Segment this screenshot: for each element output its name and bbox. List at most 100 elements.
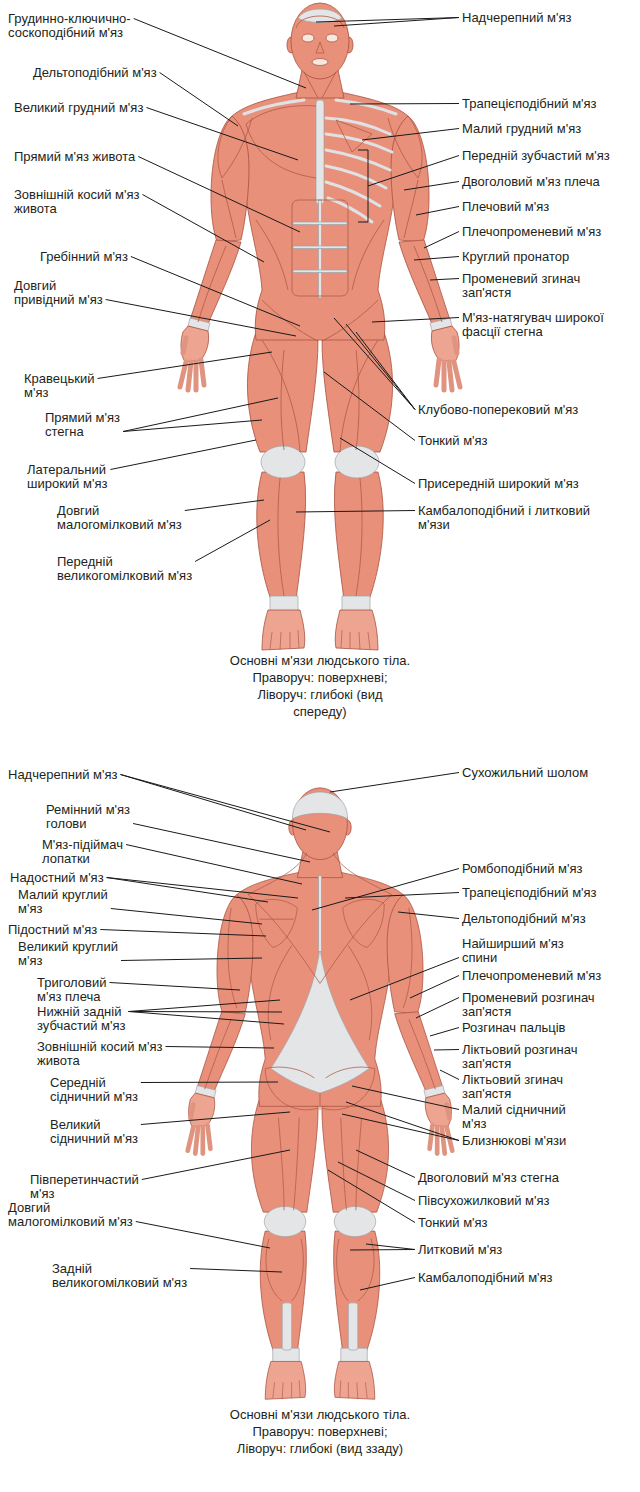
leader-line	[430, 1028, 459, 1037]
rib-bones	[326, 134, 392, 152]
muscle-contour	[414, 246, 442, 322]
muscle-contour	[358, 1239, 374, 1301]
leader-line	[129, 1011, 283, 1013]
leader-line	[430, 279, 459, 281]
muscle-label: Зовнішній косий м'яз живота	[14, 188, 164, 216]
leader-line	[190, 1269, 282, 1273]
muscle-contour	[343, 899, 385, 947]
muscle-contour	[246, 106, 316, 178]
leader-line	[330, 773, 459, 793]
leader-line	[324, 372, 415, 441]
leader-line	[121, 775, 331, 833]
leader-line	[342, 1114, 459, 1141]
muscle-contour	[292, 200, 348, 296]
muscle-label: Надчерепний м'яз	[8, 768, 117, 782]
muscle-label: Клубово-поперековий м'яз	[418, 403, 578, 417]
leader-line	[296, 511, 415, 513]
muscle-label: Двоголовий м'яз плеча	[462, 175, 600, 189]
muscle-contour	[278, 478, 284, 596]
front-figure	[180, 3, 460, 650]
rib-bones	[336, 100, 396, 114]
muscle-label: Великий круглий м'яз	[18, 940, 122, 968]
tendon-shape	[348, 1303, 357, 1350]
leader-line	[362, 129, 459, 141]
leader-line	[142, 1150, 290, 1180]
back-figure	[188, 788, 453, 1399]
tendon-shape	[271, 792, 369, 1350]
muscle-contour	[256, 899, 298, 947]
muscle-contour	[294, 1118, 300, 1211]
leader-line	[133, 824, 310, 863]
tendon-shape	[293, 222, 347, 225]
muscle-label: Латеральний широкий м'яз	[27, 463, 119, 491]
leader-line	[345, 893, 459, 899]
figure-caption: Основні м'язи людського тіла. Праворуч: …	[229, 1406, 411, 1457]
leader-line	[107, 878, 268, 903]
muscle-contour	[388, 116, 422, 178]
muscle-label: Надчерепний м'яз	[462, 11, 571, 25]
muscle-contour	[302, 34, 314, 42]
leader-line	[111, 909, 262, 925]
rib-bones	[244, 100, 304, 114]
leader-line	[334, 318, 415, 410]
leader-line	[352, 1086, 459, 1110]
leader-line	[366, 1244, 415, 1250]
muscle-label: Прямий м'яз стегна	[45, 411, 121, 439]
leader-line	[414, 257, 459, 261]
muscle-label: Малий грудний м'яз	[462, 122, 581, 136]
muscle-label: Розгинач пальців	[462, 1021, 566, 1035]
muscle-contour	[228, 908, 237, 1008]
leader-line	[160, 73, 238, 127]
muscle-label: Грудинно-ключично-соскоподібний м'яз	[8, 12, 143, 40]
muscle-label: Тонкий м'яз	[418, 1216, 488, 1230]
leader-line	[98, 18, 460, 1291]
muscle-contour	[292, 1239, 304, 1301]
muscle-label: Ліктьовий згинач зап'ястя	[462, 1073, 587, 1101]
leader-line	[138, 157, 300, 233]
muscle-contour	[256, 220, 288, 290]
leader-line	[350, 1249, 415, 1251]
rib-bones	[326, 182, 380, 206]
muscle-label: Найширший м'яз спини	[462, 937, 572, 965]
leader-line	[126, 845, 302, 885]
muscle-contour	[205, 1019, 231, 1089]
muscle-contour	[222, 180, 236, 238]
muscle-contour	[322, 72, 336, 98]
leader-line	[166, 1047, 275, 1049]
muscle-label: Зовнішній косий м'яз живота	[37, 1040, 187, 1068]
muscle-label: Дельтоподібний м'яз	[462, 912, 586, 926]
muscle-contour	[403, 908, 412, 1008]
leader-line	[121, 775, 307, 831]
muscle-label: Передній зубчастий м'яз	[462, 149, 610, 163]
leader-line	[346, 1102, 459, 1141]
muscle-label: Присередній широкий м'яз	[418, 477, 579, 491]
leader-line	[106, 300, 296, 337]
leader-line	[372, 318, 459, 323]
muscle-label: Малий круглий м'яз	[18, 888, 113, 916]
muscle-label: Півперетинчастий м'яз	[30, 1173, 150, 1201]
leader-line	[129, 1000, 281, 1012]
leader-line	[316, 18, 459, 23]
muscle-contour	[336, 120, 372, 152]
muscle-label: Камбалоподібний і литковий м'язи	[418, 504, 598, 532]
muscle-contour	[281, 350, 284, 450]
muscle-contour	[324, 300, 378, 340]
muscle-label: Двоголовий м'яз стегна	[418, 1171, 559, 1185]
tendon-shape	[293, 246, 347, 249]
leader-line	[424, 232, 459, 249]
muscle-label: Сухожильний шолом	[462, 766, 588, 780]
rib-bones	[326, 118, 390, 134]
muscle-label: М'яз-натягувач широкої фасції стегна	[462, 311, 612, 339]
muscle-label: Малий сідничний м'яз	[462, 1103, 572, 1131]
leader-line	[195, 520, 270, 562]
muscle-contour	[278, 1118, 284, 1211]
leader-line	[434, 1049, 459, 1051]
muscle-label: Ромбоподібний м'яз	[462, 862, 582, 876]
muscle-contour	[260, 919, 294, 920]
leader-line	[141, 1082, 278, 1084]
leader-line	[146, 108, 298, 161]
leader-line	[136, 1222, 270, 1249]
figure-caption: Основні м'язи людського тіла. Праворуч: …	[229, 652, 411, 720]
muscle-label: Нижній задній зубчастий м'яз	[37, 1005, 157, 1033]
